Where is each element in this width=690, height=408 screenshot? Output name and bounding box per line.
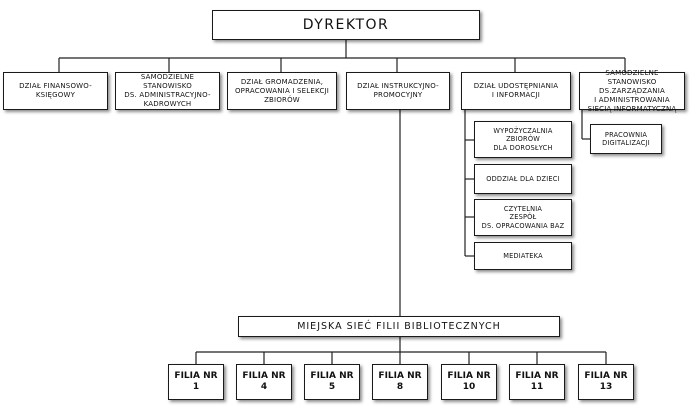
unit-label: WYPOŻYCZALNIA ZBIORÓW DLA DOROSŁYCH xyxy=(493,126,553,152)
dept-label: DZIAŁ FINANSOWO- KSIĘGOWY xyxy=(19,82,92,99)
director-box: DYREKTOR xyxy=(212,10,480,40)
dept-it-box: SAMODZIELNE STANOWISKO DS.ZARZĄDZANIA I … xyxy=(579,69,685,113)
branch-box: FILIA NR 13 xyxy=(578,364,634,400)
unit-label: MEDIATEKA xyxy=(503,251,543,260)
branch-box: FILIA NR 4 xyxy=(236,364,292,400)
unit-digitization-box: PRACOWNIA DIGITALIZACJI xyxy=(590,124,662,154)
unit-label: PRACOWNIA DIGITALIZACJI xyxy=(602,130,650,147)
branch-box: FILIA NR 8 xyxy=(372,364,428,400)
dept-label: SAMODZIELNE STANOWISKO DS. ADMINISTRACYJ… xyxy=(124,73,211,108)
unit-label: CZYTELNIA ZESPÓŁ DS. OPRACOWANIA BAZ xyxy=(481,204,565,230)
branch-box: FILIA NR 10 xyxy=(441,364,497,400)
branch-label: FILIA NR 4 xyxy=(242,371,286,392)
dept-hr-box: SAMODZIELNE STANOWISKO DS. ADMINISTRACYJ… xyxy=(115,72,220,110)
unit-reading-room-box: CZYTELNIA ZESPÓŁ DS. OPRACOWANIA BAZ xyxy=(474,199,572,236)
branch-label: FILIA NR 11 xyxy=(515,371,559,392)
unit-media-box: MEDIATEKA xyxy=(474,242,572,270)
director-label: DYREKTOR xyxy=(302,17,390,33)
dept-lending-box: DZIAŁ UDOSTĘPNIANIA I INFORMACJI xyxy=(461,72,571,110)
branch-label: FILIA NR 10 xyxy=(447,371,491,392)
dept-finance-box: DZIAŁ FINANSOWO- KSIĘGOWY xyxy=(3,72,108,110)
branch-box: FILIA NR 11 xyxy=(509,364,565,400)
branch-box: FILIA NR 5 xyxy=(304,364,360,400)
branch-label: FILIA NR 8 xyxy=(378,371,422,392)
network-box: MIEJSKA SIEĆ FILII BIBLIOTECZNYCH xyxy=(238,316,560,337)
dept-label: DZIAŁ GROMADZENIA, OPRACOWANIA I SELEKCJ… xyxy=(234,77,330,104)
dept-label: DZIAŁ INSTRUKCYJNO- PROMOCYJNY xyxy=(357,82,439,99)
network-label: MIEJSKA SIEĆ FILII BIBLIOTECZNYCH xyxy=(297,321,501,332)
branch-label: FILIA NR 5 xyxy=(310,371,354,392)
branch-label: FILIA NR 13 xyxy=(584,371,628,392)
dept-label: SAMODZIELNE STANOWISKO DS.ZARZĄDZANIA I … xyxy=(587,68,677,113)
branch-box: FILIA NR 1 xyxy=(168,364,224,400)
unit-label: ODDZIAŁ DLA DZIECI xyxy=(486,174,560,183)
dept-promotion-box: DZIAŁ INSTRUKCYJNO- PROMOCYJNY xyxy=(346,72,450,110)
unit-lending-adults-box: WYPOŻYCZALNIA ZBIORÓW DLA DOROSŁYCH xyxy=(474,121,572,158)
dept-acquisition-box: DZIAŁ GROMADZENIA, OPRACOWANIA I SELEKCJ… xyxy=(227,72,337,110)
dept-label: DZIAŁ UDOSTĘPNIANIA I INFORMACJI xyxy=(473,82,559,99)
unit-children-box: ODDZIAŁ DLA DZIECI xyxy=(474,164,572,194)
branch-label: FILIA NR 1 xyxy=(174,371,218,392)
